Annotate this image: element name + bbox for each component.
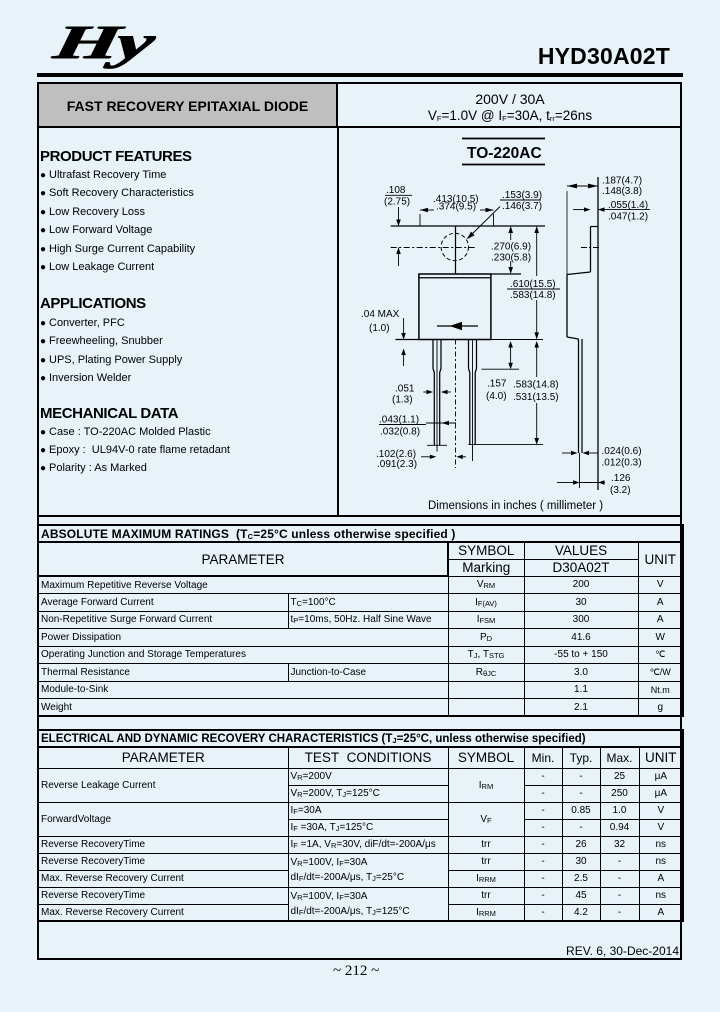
svg-text:.012(0.3): .012(0.3) bbox=[602, 458, 642, 469]
svg-text:(1.0): (1.0) bbox=[369, 323, 390, 334]
svg-text:.04 MAX: .04 MAX bbox=[361, 309, 400, 320]
svg-text:.055(1.4): .055(1.4) bbox=[608, 200, 648, 211]
svg-text:.531(13.5): .531(13.5) bbox=[513, 392, 559, 403]
svg-text:.610(15.5): .610(15.5) bbox=[510, 279, 556, 290]
svg-text:(2.75): (2.75) bbox=[384, 197, 410, 208]
svg-text:.157: .157 bbox=[487, 379, 507, 390]
svg-text:.230(5.8): .230(5.8) bbox=[491, 253, 531, 264]
svg-text:.051: .051 bbox=[395, 384, 415, 395]
svg-text:.270(6.9): .270(6.9) bbox=[491, 242, 531, 253]
svg-text:(4.0): (4.0) bbox=[486, 391, 507, 402]
svg-text:.146(3.7): .146(3.7) bbox=[502, 201, 542, 212]
svg-text:.126: .126 bbox=[611, 473, 631, 484]
svg-text:.187(4.7): .187(4.7) bbox=[602, 176, 642, 187]
svg-text:.108: .108 bbox=[386, 185, 406, 196]
svg-text:TO-220AC: TO-220AC bbox=[467, 145, 542, 162]
svg-text:.047(1.2): .047(1.2) bbox=[608, 212, 648, 223]
svg-text:.102(2.6): .102(2.6) bbox=[376, 449, 416, 460]
svg-text:.374(9.5): .374(9.5) bbox=[436, 202, 476, 213]
svg-text:.043(1.1): .043(1.1) bbox=[379, 415, 419, 426]
svg-text:.148(3.8): .148(3.8) bbox=[602, 186, 642, 197]
svg-text:.413(10.5): .413(10.5) bbox=[433, 194, 479, 205]
svg-text:(3.2): (3.2) bbox=[610, 485, 631, 496]
svg-text:.583(14.8): .583(14.8) bbox=[510, 290, 556, 301]
svg-text:Dimensions in inches ( millime: Dimensions in inches ( millimeter ) bbox=[428, 500, 603, 512]
svg-text:.153(3.9): .153(3.9) bbox=[502, 190, 542, 201]
svg-text:.091(2.3): .091(2.3) bbox=[377, 459, 417, 470]
svg-text:(1.3): (1.3) bbox=[392, 395, 413, 406]
svg-text:.024(0.6): .024(0.6) bbox=[602, 446, 642, 457]
svg-text:.032(0.8): .032(0.8) bbox=[380, 427, 420, 438]
svg-text:.583(14.8): .583(14.8) bbox=[513, 380, 559, 391]
